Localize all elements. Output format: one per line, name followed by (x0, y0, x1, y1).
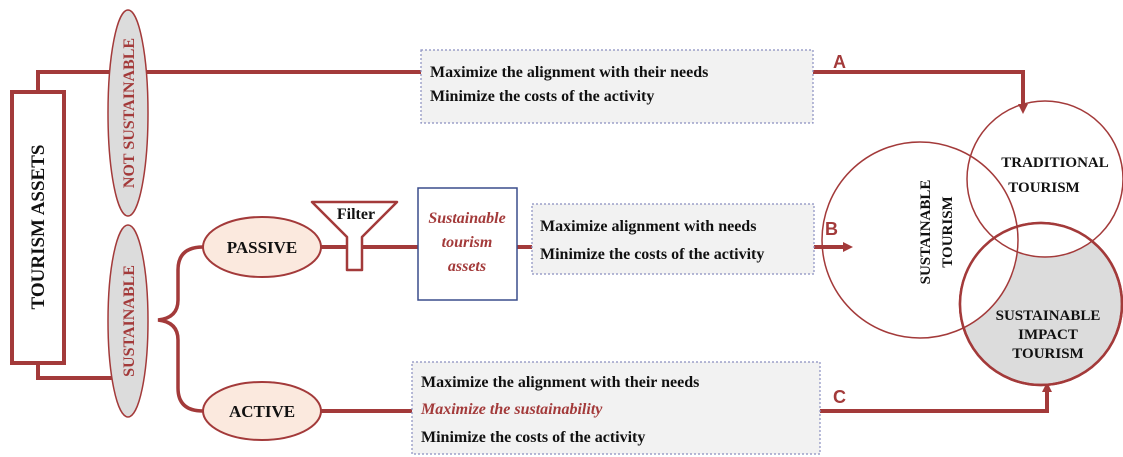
tourism-assets-box: TOURISM ASSETS (10, 90, 66, 365)
connector-assets-sustainable (36, 363, 128, 380)
sustainable-assets-line3: assets (448, 258, 486, 275)
box-a-line1: Maximize the alignment with their needs (430, 64, 708, 81)
sustainable-assets-line2: tourism (442, 234, 493, 251)
tourism-assets-label: TOURISM ASSETS (28, 145, 49, 310)
box-c-line1: Maximize the alignment with their needs (421, 374, 699, 391)
active-label: ACTIVE (229, 402, 295, 421)
sustainable-impact-line1: SUSTAINABLE (996, 308, 1101, 324)
sustainable-assets-box: Sustainable tourism assets (417, 187, 518, 301)
connector-assets-not-sustainable (36, 70, 128, 92)
sustainable-tourism-line2: TOURISM (940, 196, 956, 267)
box-a-line2: Minimize the costs of the activity (430, 88, 654, 105)
path-b-label: B (825, 219, 838, 239)
filter-label: Filter (337, 206, 375, 223)
not-sustainable-oval: NOT SUSTAINABLE (107, 9, 149, 217)
sustainable-tourism-line1: SUSTAINABLE (918, 180, 934, 285)
box-b: Maximize alignment with needs Minimize t… (531, 203, 815, 275)
sustainable-tourism-circle (821, 141, 1019, 339)
sustainable-impact-line2: IMPACT (1018, 327, 1078, 343)
not-sustainable-label: NOT SUSTAINABLE (121, 38, 138, 188)
sustainable-impact-line3: TOURISM (1012, 346, 1083, 362)
passive-label: PASSIVE (227, 238, 298, 257)
active-oval: ACTIVE (202, 381, 322, 441)
venn-diagram: SUSTAINABLE TOURISM TRADITIONAL TOURISM … (821, 100, 1123, 387)
sustainable-label: SUSTAINABLE (121, 265, 138, 377)
box-a: Maximize the alignment with their needs … (420, 49, 814, 124)
traditional-tourism-line1: TRADITIONAL (1001, 155, 1109, 171)
passive-oval: PASSIVE (202, 216, 322, 278)
box-b-line2: Minimize the costs of the activity (540, 246, 764, 263)
filter-funnel: Filter (310, 200, 399, 272)
box-c: Maximize the alignment with their needs … (411, 361, 821, 455)
sustainable-oval: SUSTAINABLE (107, 224, 149, 418)
box-c-line3: Minimize the costs of the activity (421, 429, 645, 446)
path-a-label: A (833, 52, 846, 72)
box-b-line1: Maximize alignment with needs (540, 218, 756, 235)
sustainable-assets-line1: Sustainable (428, 210, 505, 227)
traditional-tourism-circle (966, 100, 1123, 258)
traditional-tourism-line2: TOURISM (1008, 180, 1079, 196)
sustainable-brace (157, 245, 204, 413)
box-c-line2: Maximize the sustainability (420, 401, 603, 418)
path-c-label: C (833, 387, 846, 407)
